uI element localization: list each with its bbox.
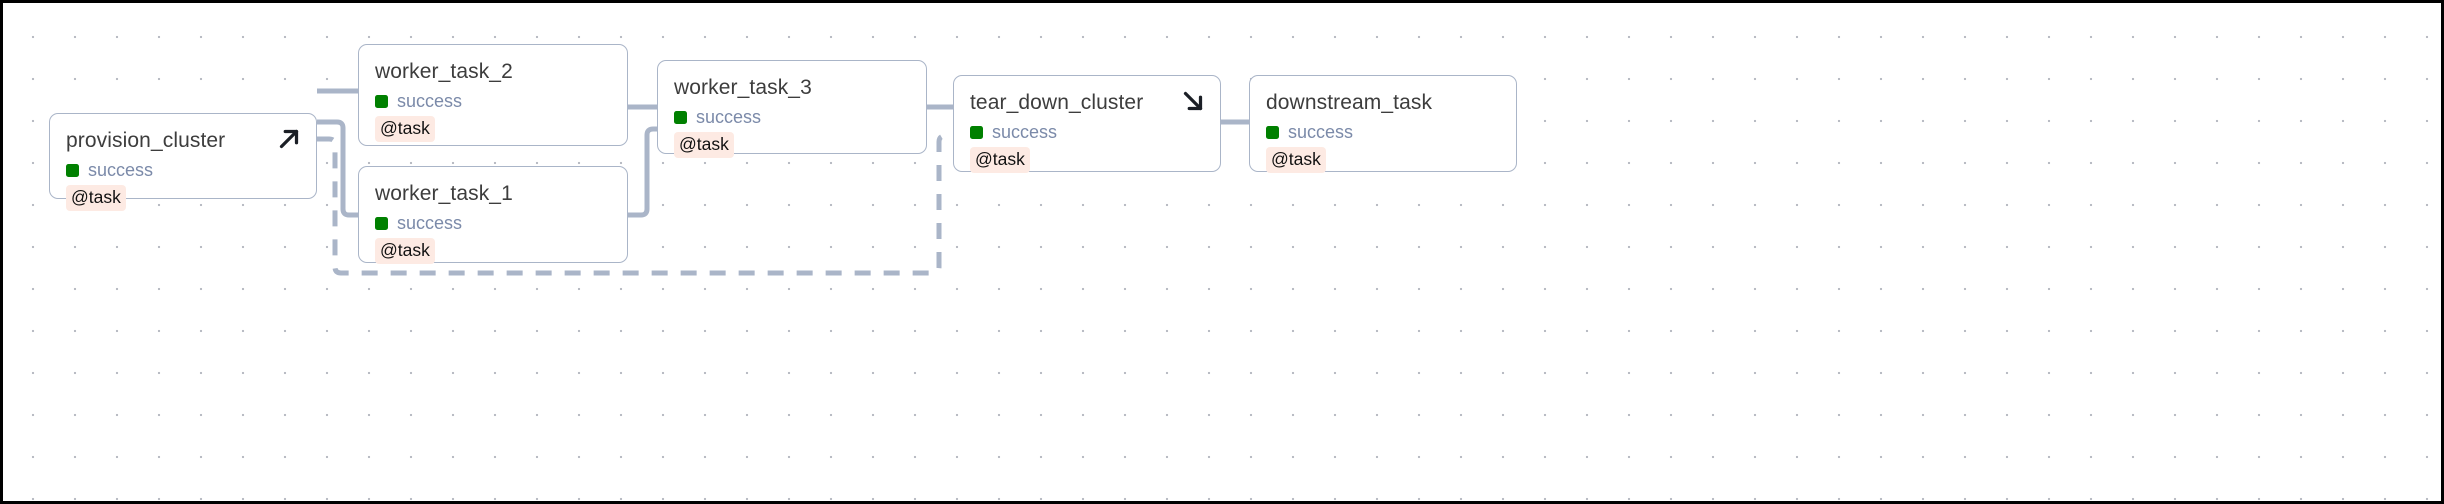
node-decorator-badge: @task: [1266, 147, 1326, 173]
node-decorator-badge: @task: [970, 147, 1030, 173]
node-badge-row: @task: [970, 147, 1204, 173]
node-status-label: success: [88, 160, 154, 180]
node-title: worker_task_3: [674, 76, 812, 99]
status-indicator-icon: [970, 125, 983, 139]
node-tear-down-cluster[interactable]: tear_down_cluster success @task: [953, 75, 1221, 173]
node-worker-task-2[interactable]: worker_task_2 success @task: [358, 44, 628, 146]
node-title: downstream_task: [1266, 91, 1433, 114]
node-status-row: success: [970, 121, 1204, 143]
node-status-row: success: [375, 90, 611, 112]
node-status-label: success: [696, 107, 762, 127]
node-badge-row: @task: [674, 132, 910, 158]
node-status-row: success: [375, 212, 611, 234]
node-status-row: success: [674, 106, 910, 128]
arrow-down-right-icon[interactable]: [1178, 86, 1208, 116]
node-decorator-badge: @task: [674, 132, 734, 158]
status-indicator-icon: [375, 216, 388, 230]
node-badge-row: @task: [1266, 147, 1500, 173]
edge-worker-task-1-to-worker-task-3: [628, 126, 657, 218]
node-worker-task-3[interactable]: worker_task_3 success @task: [657, 60, 927, 158]
node-badge-row: @task: [375, 116, 611, 142]
node-status-row: success: [66, 159, 300, 181]
arrow-up-right-icon[interactable]: [274, 124, 304, 154]
node-provision-cluster[interactable]: provision_cluster success @task: [49, 113, 317, 211]
node-status-label: success: [397, 91, 463, 111]
node-badge-row: @task: [375, 238, 611, 264]
node-title: tear_down_cluster: [970, 91, 1144, 114]
status-indicator-icon: [1266, 125, 1279, 139]
node-title: provision_cluster: [66, 129, 226, 152]
status-indicator-icon: [674, 110, 687, 124]
node-decorator-badge: @task: [375, 238, 435, 264]
status-indicator-icon: [66, 163, 79, 177]
node-decorator-badge: @task: [375, 116, 435, 142]
node-title: worker_task_1: [375, 182, 513, 205]
node-status-label: success: [1288, 122, 1354, 142]
node-status-label: success: [992, 122, 1058, 142]
status-indicator-icon: [375, 94, 388, 108]
node-badge-row: @task: [66, 185, 300, 211]
node-decorator-badge: @task: [66, 185, 126, 211]
node-status-label: success: [397, 213, 463, 233]
node-title: worker_task_2: [375, 60, 513, 83]
node-status-row: success: [1266, 121, 1500, 143]
node-worker-task-1[interactable]: worker_task_1 success @task: [358, 166, 628, 264]
edge-provision-cluster-to-worker-task-1: [317, 119, 358, 218]
node-downstream-task[interactable]: downstream_task success @task: [1249, 75, 1517, 173]
